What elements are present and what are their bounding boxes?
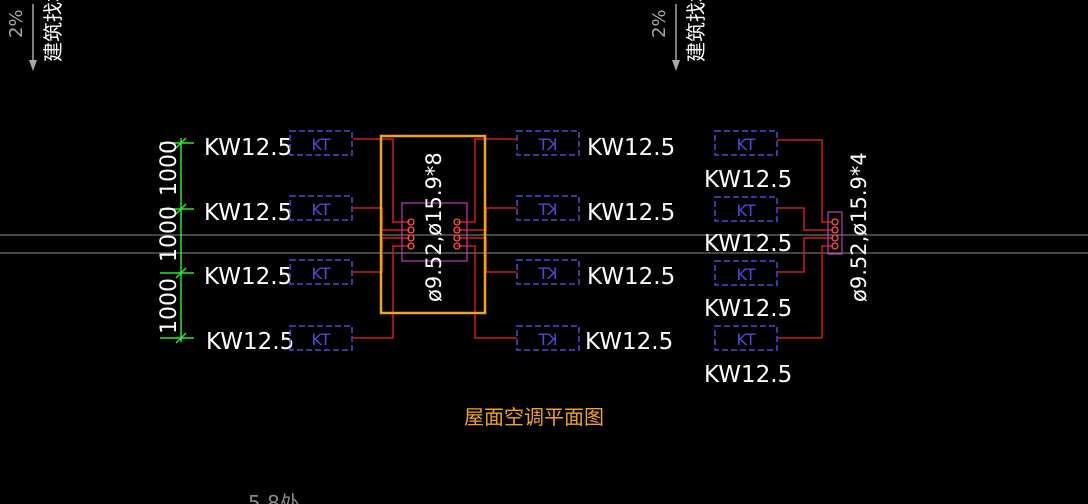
unit-box-text-mirrored: KT [538, 330, 557, 349]
unit-box [289, 130, 353, 156]
unit-box-text: KT [736, 330, 755, 349]
coil-symbols-right [453, 218, 461, 250]
slope-note-right: 2% 建筑找坡 [649, 0, 708, 71]
pipe-spec-right: ø9.52,ø15.9*4 [847, 152, 871, 302]
dimension-tick [175, 267, 187, 279]
drawing-caption: 屋面空调平面图 [464, 405, 604, 429]
unit-row: KW12.5 KT [204, 259, 353, 290]
coil-symbol [453, 242, 461, 250]
coil-symbol [831, 234, 839, 242]
unit-label: KW12.5 [204, 135, 292, 161]
pipe-spec-center: ø9.52,ø15.9*8 [422, 152, 446, 302]
unit-row: KT KW12.5 [704, 260, 792, 322]
dimension-tick [175, 332, 187, 344]
unit-box [516, 325, 580, 351]
unit-box-text: KT [311, 135, 330, 154]
dimension-text-top: 1000 [157, 140, 182, 196]
unit-box [714, 325, 778, 351]
pipe [457, 138, 517, 223]
unit-box-text-mirrored: KT [538, 264, 557, 283]
unit-label: KW12.5 [585, 329, 673, 355]
right-manifold: ø9.52,ø15.9*4 [827, 152, 871, 302]
unit-row: KT KW12.5 [516, 325, 673, 355]
unit-box [516, 130, 580, 156]
unit-label: KW12.5 [704, 362, 792, 388]
unit-label: KW12.5 [587, 200, 675, 226]
unit-box [516, 259, 580, 285]
coil-symbol [453, 218, 461, 226]
bottom-partial-note: 5.8处 [248, 491, 300, 504]
dimension-ticks [160, 137, 194, 344]
slope-percent-left: 2% [6, 9, 27, 38]
dimension-tick [175, 137, 187, 149]
unit-group-left: KW12.5 KT KW12.5 KT KW12.5 KT KW12.5 KT [204, 130, 353, 355]
coil-symbol [453, 234, 461, 242]
coil-symbols-left [407, 218, 415, 250]
unit-box [714, 260, 778, 286]
unit-row: KT KW12.5 [516, 130, 675, 161]
unit-group-right: KT KW12.5 KT KW12.5 KT KW12.5 KT KW12.5 [704, 130, 792, 388]
unit-box-text-mirrored: KT [538, 200, 557, 219]
dimension-text-bottom: 1000 [157, 278, 182, 334]
coil-symbol [407, 242, 415, 250]
unit-box [289, 195, 353, 221]
unit-box-text: KT [736, 201, 755, 220]
unit-row: KW12.5 KT [206, 325, 353, 355]
dimension-tick [175, 203, 187, 215]
manifold-box [827, 211, 843, 255]
slope-arrow-head-left [29, 60, 37, 71]
unit-label: KW12.5 [587, 135, 675, 161]
unit-box-text: KT [311, 200, 330, 219]
selection-highlight [379, 134, 487, 315]
unit-label: KW12.5 [206, 329, 294, 355]
unit-label: KW12.5 [704, 296, 792, 322]
unit-label: KW12.5 [587, 264, 675, 290]
unit-row: KW12.5 KT [204, 130, 353, 161]
unit-box [516, 195, 580, 221]
slope-arrow-head-right [672, 60, 680, 71]
unit-box-text-mirrored: KT [538, 135, 557, 154]
coil-symbol [407, 226, 415, 234]
unit-row: KT KW12.5 [704, 130, 792, 193]
slope-percent-right: 2% [649, 9, 670, 38]
coil-symbol [453, 226, 461, 234]
coil-symbol [831, 218, 839, 226]
slope-note-left: 2% 建筑找坡 [6, 0, 65, 71]
slope-label-right: 建筑找坡 [684, 0, 708, 62]
unit-label: KW12.5 [704, 231, 792, 257]
unit-label: KW12.5 [204, 264, 292, 290]
unit-box-text: KT [736, 135, 755, 154]
unit-box-text: KT [311, 264, 330, 283]
unit-box [714, 130, 778, 156]
pipe [777, 207, 832, 231]
slope-label-left: 建筑找坡 [41, 0, 65, 62]
unit-label: KW12.5 [204, 200, 292, 226]
unit-group-middle: KT KW12.5 KT KW12.5 KT KW12.5 KT KW12.5 [516, 130, 675, 355]
pipe [777, 139, 832, 223]
unit-row: KT KW12.5 [704, 325, 792, 388]
coil-symbol [407, 234, 415, 242]
coil-symbol [407, 218, 415, 226]
unit-box [289, 259, 353, 285]
dimension-text-middle: 1000 [157, 206, 182, 262]
unit-box [289, 325, 353, 351]
pipe [777, 237, 832, 273]
pipe [777, 245, 832, 339]
unit-label: KW12.5 [704, 167, 792, 193]
unit-box [714, 196, 778, 222]
unit-row: KT KW12.5 [516, 259, 675, 290]
coil-symbols-right-group [831, 218, 839, 250]
pipe [457, 245, 517, 339]
unit-row: KT KW12.5 [704, 196, 792, 257]
coil-symbol [831, 226, 839, 234]
unit-row: KT KW12.5 [516, 195, 675, 226]
unit-row: KW12.5 KT [204, 195, 353, 226]
manifold-box [401, 202, 468, 262]
unit-box-text: KT [736, 265, 755, 284]
dimension-chain: 1000 1000 1000 [157, 137, 194, 344]
unit-box-text: KT [311, 330, 330, 349]
center-manifold: ø9.52,ø15.9*8 [401, 152, 468, 302]
coil-symbol [831, 242, 839, 250]
